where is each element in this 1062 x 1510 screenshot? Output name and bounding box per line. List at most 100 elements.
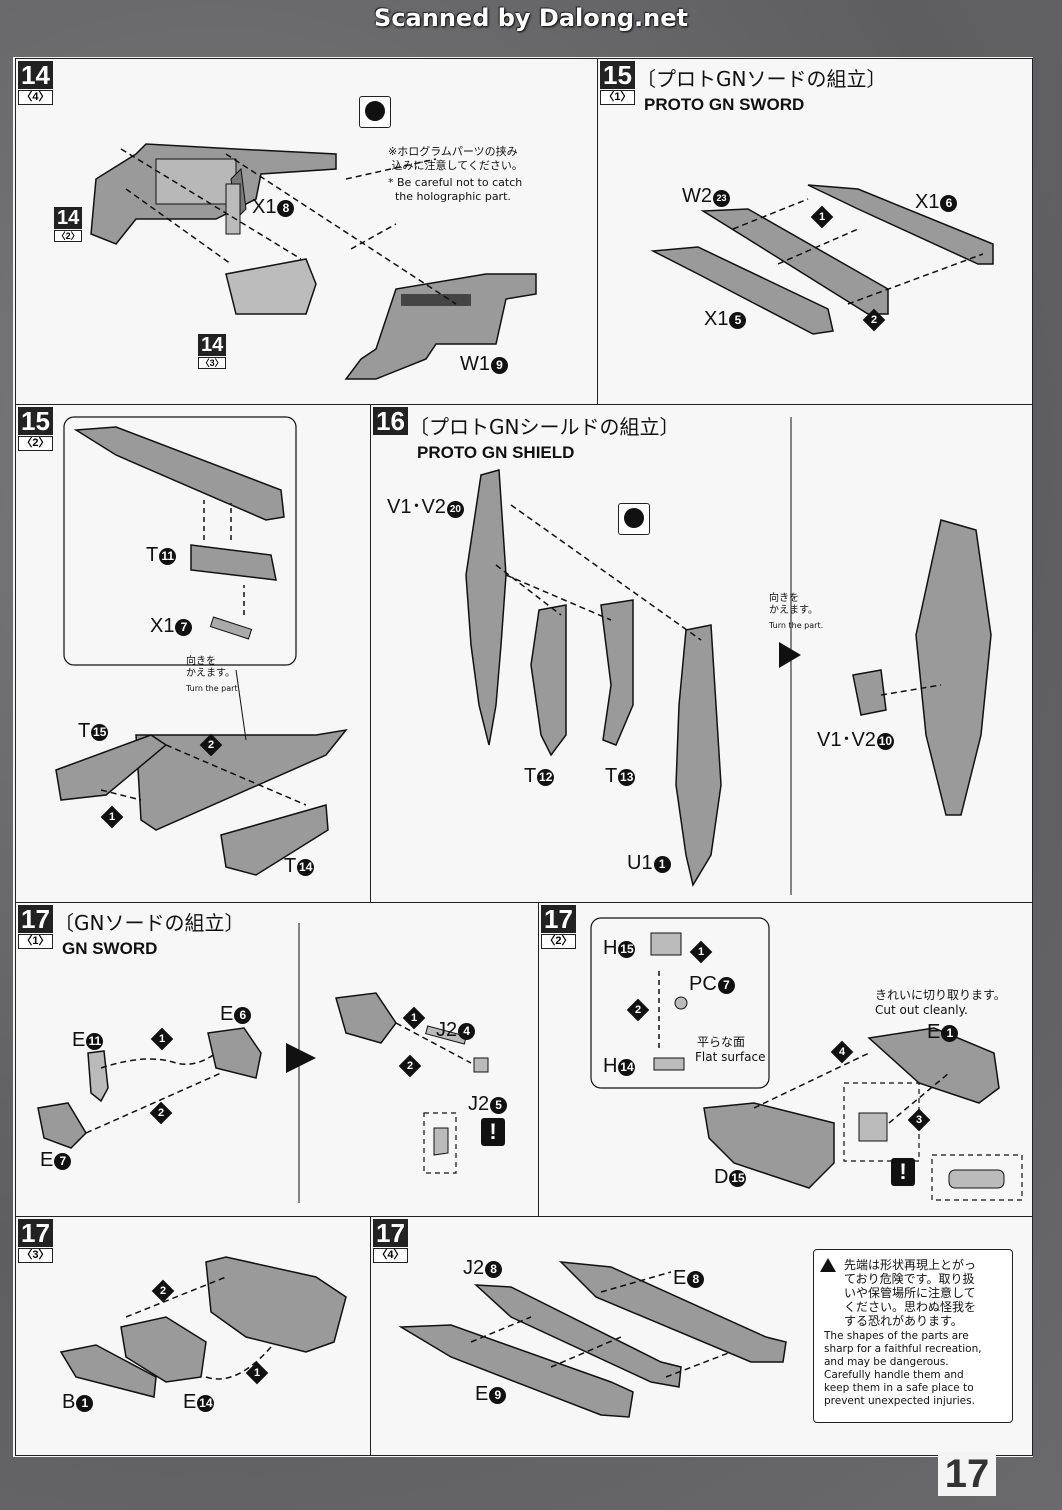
step-17-2-illustration [590,917,1023,1201]
step-order-1: 1 [100,805,124,829]
holo-seal-icon [359,96,391,128]
step-order-2: 2 [862,308,886,332]
caution-icon: ! [891,1158,915,1186]
step-14-4-panel: 14〈4〉 ※ホログラムパーツの挟み 込みに注意してください。 * Be car… [15,58,599,406]
part-number: 14 [297,859,315,876]
part-number: 23 [713,190,730,207]
part-label: X1 [150,615,175,637]
step-14-illustration [90,143,537,380]
warning-text-jp: 先端は形状再現上とがっ ており危険です。取り扱 いや保管場所に注意して ください… [844,1258,977,1328]
part-label: V1･V2 [387,496,446,518]
ref-step-14-2: 14〈2〉 [54,207,83,242]
part-number: 9 [491,357,508,374]
cut-note-en: Cut out cleanly. [875,1003,968,1017]
step-title-en: PROTO GN SWORD [644,95,805,114]
step-order-2: 2 [149,1101,173,1125]
part-label: W2 [682,185,712,207]
part-label: E [475,1383,489,1405]
step-order-1: 1 [402,1006,426,1030]
holo-note-en: * Be careful not to catch the holographi… [388,176,523,203]
part-label: E [220,1003,234,1025]
step-order-2: 2 [626,998,650,1022]
part-label: E [927,1021,941,1043]
part-number: 11 [86,1033,104,1050]
part-number: 6 [234,1007,252,1024]
step-title-en: PROTO GN SHIELD [417,443,575,462]
step-16-illustration [465,417,992,895]
page-number: 17 [938,1452,996,1496]
part-label: W1 [460,353,490,375]
part-label: J2 [468,1093,490,1115]
step-number: 15 [18,407,53,435]
part-number: 6 [940,195,958,212]
step-sub: 〈2〉 [18,436,53,451]
part-number: 15 [618,941,636,958]
part-number: 4 [458,1023,476,1040]
step-number: 17 [18,1219,53,1247]
step-number: 14 [18,61,53,89]
part-label: T [284,855,297,877]
cut-note-jp: きれいに切り取ります。 [875,988,1006,1002]
warning-text-en: The shapes of the parts are sharp for a … [824,1330,982,1407]
part-number: 9 [489,1387,507,1404]
watermark: Scanned by Dalong.net [374,4,688,32]
step-15-1-panel: 15〈1〉 〔プロトGNソードの組立〕 PROTO GN SWORD 1 2 W… [597,58,1033,406]
step-sub: 〈4〉 [373,1248,408,1263]
part-label: H [603,937,618,959]
part-number: 20 [446,501,464,518]
part-label: E [72,1029,86,1051]
part-number: 7 [717,977,735,994]
part-label: J2 [463,1257,485,1279]
part-number: 13 [618,769,636,786]
step-badge: 17〈4〉 [373,1219,408,1263]
part-label: J2 [436,1019,458,1041]
step-sub: 〈4〉 [18,90,53,105]
part-label: E [40,1149,54,1171]
step-sub: 〈3〉 [18,1248,53,1263]
turn-note-en: Turn the part. [186,684,241,693]
caution-icon: ! [481,1118,505,1146]
part-label: PC [689,973,717,995]
turn-note-en: Turn the part. [769,621,824,630]
step-number: 17 [373,1219,408,1247]
part-number: 7 [175,619,193,636]
part-number: 1 [76,1395,94,1412]
step-number: 15 [600,61,635,89]
part-number: 14 [197,1395,215,1412]
step-sub: 〈1〉 [18,934,53,949]
part-number: 15 [729,1170,747,1187]
holo-seal-icon [618,503,650,535]
part-number: 8 [485,1261,503,1278]
step-badge: 17〈1〉 [18,905,53,949]
step-title-jp: 〔プロトGNシールドの組立〕 [409,415,680,439]
step-badge: 15〈2〉 [18,407,53,451]
turn-note-jp: 向きを かえます。 [769,593,818,616]
part-label: V1･V2 [817,729,876,751]
step-order-1: 1 [810,205,834,229]
step-sub: 〈2〉 [541,934,576,949]
part-number: 8 [277,200,295,217]
turn-note-jp: 向きを かえます。 [186,656,235,679]
